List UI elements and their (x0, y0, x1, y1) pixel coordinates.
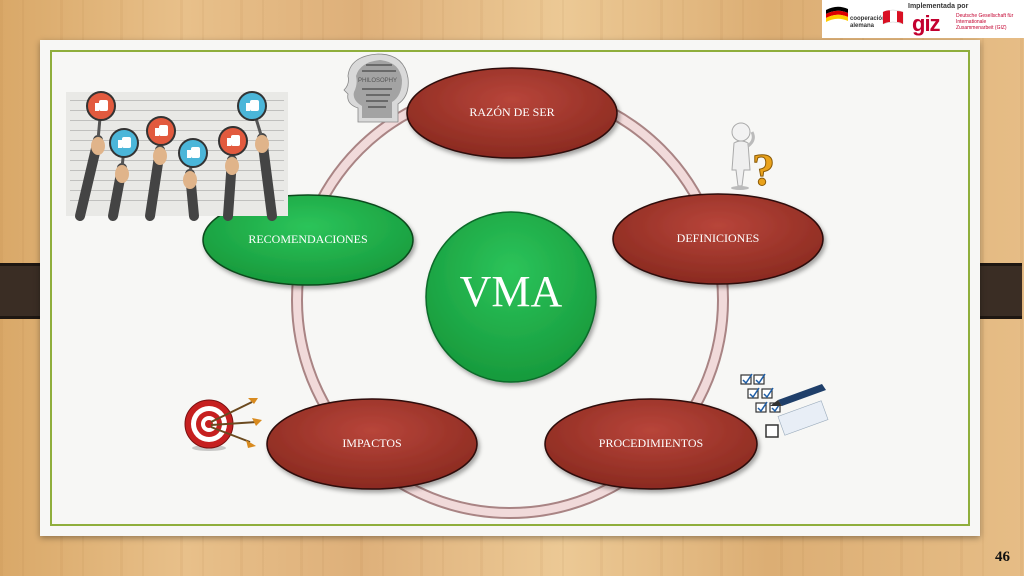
node-razon-de-ser: RAZÓN DE SER (406, 67, 618, 159)
logo-cooperacion: cooperación (850, 16, 886, 22)
node-impactos-label: IMPACTOS (342, 436, 401, 450)
checklist-icon (740, 373, 829, 438)
word-cloud-label: PHILOSOPHY (358, 78, 397, 84)
logo-giz-description: Deutsche Gesellschaft für Internationale… (956, 13, 1014, 31)
german-flag-icon (826, 6, 848, 22)
logo-alemana: alemana (850, 23, 875, 29)
logo-bar: cooperación alemana Implementada por giz… (822, 0, 1024, 38)
logo-giz: giz (912, 11, 941, 36)
center-label: VMA (460, 267, 563, 316)
head-word-cloud-icon: PHILOSOPHY (343, 53, 409, 123)
logo-implementada: Implementada por (908, 3, 969, 10)
center-circle (425, 211, 597, 383)
peru-flag-icon (882, 9, 904, 25)
node-recomendaciones-label: RECOMENDACIONES (248, 232, 367, 246)
node-definiciones-label: DEFINICIONES (677, 231, 760, 245)
question-mark: ? (752, 144, 775, 195)
target-arrows-icon (184, 398, 262, 451)
slide-border (50, 50, 970, 526)
node-procedimientos: PROCEDIMIENTOS (544, 398, 758, 490)
page-number: 46 (995, 549, 1010, 565)
node-procedimientos-label: PROCEDIMIENTOS (599, 436, 703, 450)
thinking-person-question-icon: ? (731, 122, 776, 196)
node-recomendaciones: RECOMENDACIONES (202, 194, 414, 286)
thumbs-up-hands-image (66, 91, 288, 221)
node-definiciones: DEFINICIONES (612, 193, 824, 285)
node-impactos: IMPACTOS (266, 398, 478, 490)
node-razon-label: RAZÓN DE SER (469, 105, 554, 119)
